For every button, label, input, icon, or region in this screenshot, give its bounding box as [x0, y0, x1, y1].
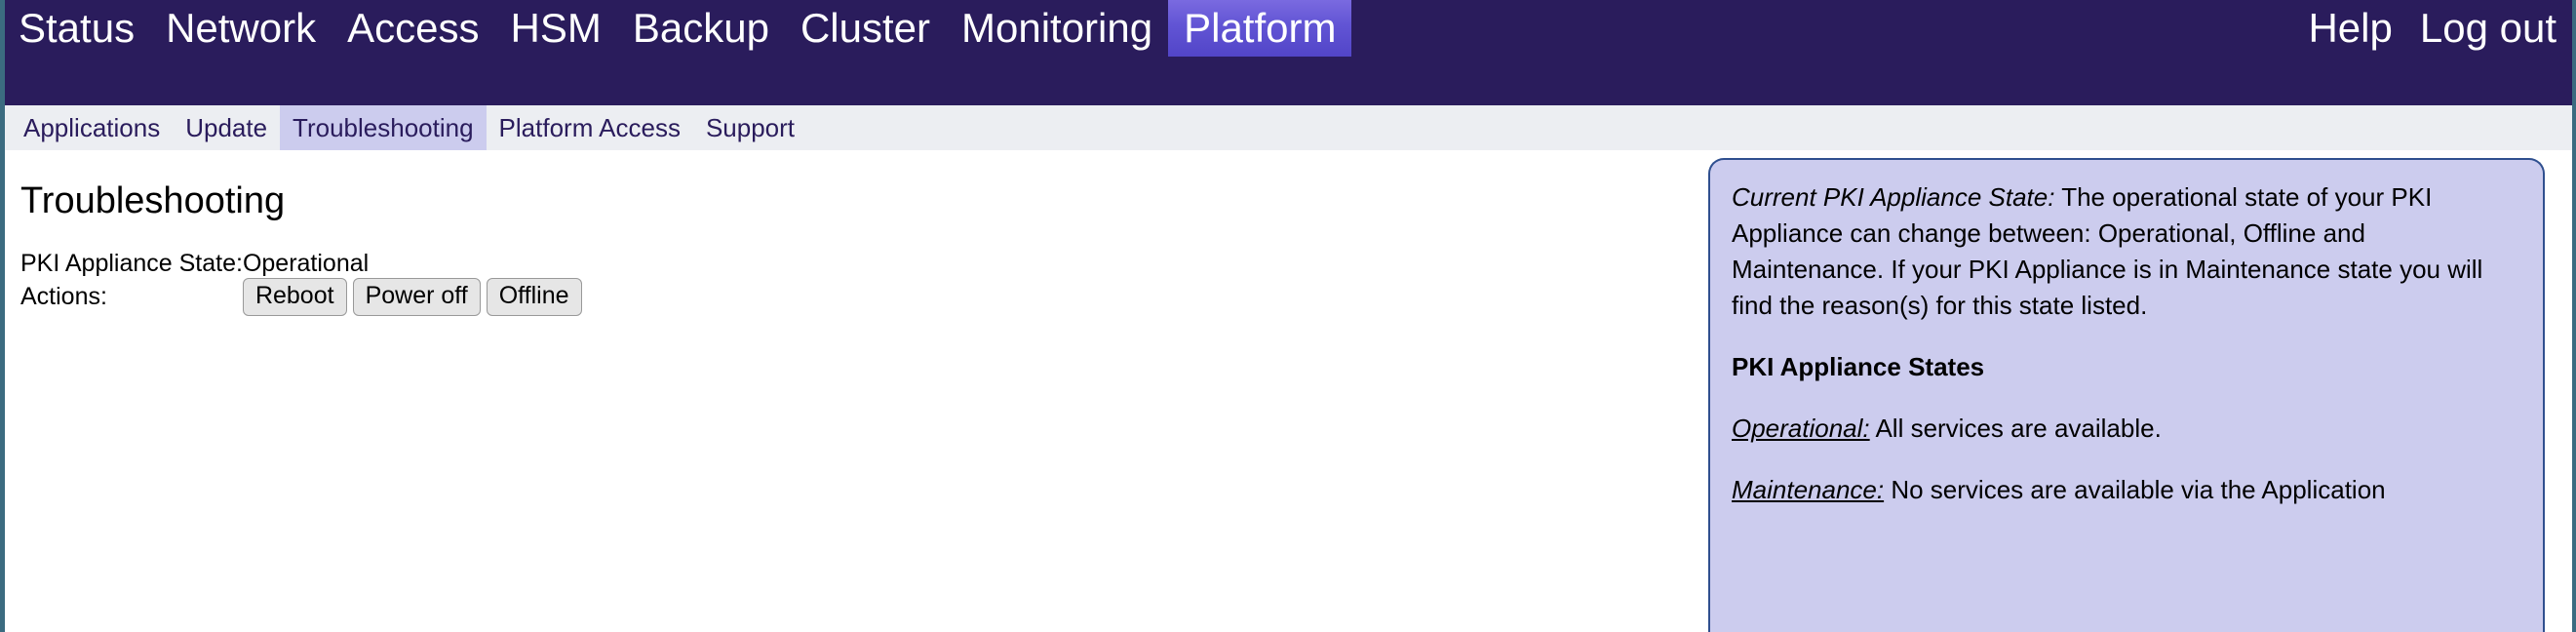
- subnav-item-troubleshooting[interactable]: Troubleshooting: [280, 105, 487, 150]
- actions-cell: Reboot Power off Offline: [242, 278, 582, 316]
- appliance-state-table: PKI Appliance State: Operational Actions…: [20, 249, 582, 316]
- table-row-actions: Actions: Reboot Power off Offline: [20, 278, 582, 316]
- nav-item-cluster[interactable]: Cluster: [800, 5, 930, 51]
- subnav-item-support[interactable]: Support: [705, 113, 796, 142]
- info-heading-appliance-states: PKI Appliance States: [1732, 352, 1985, 381]
- nav-item-backup[interactable]: Backup: [632, 5, 769, 51]
- subnav-item-platform-access[interactable]: Platform Access: [498, 113, 681, 142]
- info-paragraph-states-heading: PKI Appliance States: [1732, 349, 2521, 385]
- info-body-maintenance: No services are available via the Applic…: [1884, 475, 2386, 504]
- nav-item-access[interactable]: Access: [347, 5, 480, 51]
- reboot-button[interactable]: Reboot: [242, 278, 347, 316]
- page-title: Troubleshooting: [20, 180, 286, 221]
- nav-item-network[interactable]: Network: [166, 5, 317, 51]
- primary-nav-items: Status Network Access HSM Backup Cluster…: [5, 0, 1352, 57]
- info-paragraph-operational: Operational: All services are available.: [1732, 411, 2521, 447]
- primary-nav-utility-items: Help Log out: [2294, 0, 2572, 57]
- subnav-item-update[interactable]: Update: [185, 113, 268, 142]
- action-button-row: Reboot Power off Offline: [242, 278, 582, 316]
- primary-navigation-bar: Status Network Access HSM Backup Cluster…: [5, 0, 2572, 105]
- info-body-current-state: The operational state of your PKI Applia…: [1732, 182, 2483, 320]
- nav-item-hsm[interactable]: HSM: [510, 5, 602, 51]
- table-row-state: PKI Appliance State: Operational: [20, 249, 582, 278]
- info-heading-maintenance: Maintenance:: [1732, 475, 1885, 504]
- info-heading-operational: Operational:: [1732, 414, 1870, 443]
- info-paragraph-current-state: Current PKI Appliance State: The operati…: [1732, 179, 2521, 324]
- subnav-item-applications[interactable]: Applications: [23, 113, 161, 142]
- nav-item-status[interactable]: Status: [19, 5, 136, 51]
- power-off-button[interactable]: Power off: [352, 278, 481, 316]
- nav-item-logout[interactable]: Log out: [2419, 5, 2556, 51]
- info-body-operational: All services are available.: [1869, 414, 2162, 443]
- info-paragraph-maintenance: Maintenance: No services are available v…: [1732, 472, 2521, 508]
- nav-item-help[interactable]: Help: [2308, 5, 2393, 51]
- nav-item-platform[interactable]: Platform: [1168, 0, 1352, 57]
- appliance-state-label: PKI Appliance State:: [20, 250, 243, 277]
- offline-button[interactable]: Offline: [486, 278, 582, 316]
- actions-label: Actions:: [20, 283, 107, 310]
- help-info-panel: Current PKI Appliance State: The operati…: [1708, 158, 2545, 632]
- appliance-state-value: Operational: [242, 250, 370, 277]
- secondary-navigation-bar: Applications Update Troubleshooting Plat…: [5, 105, 2572, 150]
- info-heading-current-state: Current PKI Appliance State:: [1732, 182, 2055, 212]
- nav-item-monitoring[interactable]: Monitoring: [960, 5, 1153, 51]
- main-content: Troubleshooting PKI Appliance State: Ope…: [5, 150, 2572, 632]
